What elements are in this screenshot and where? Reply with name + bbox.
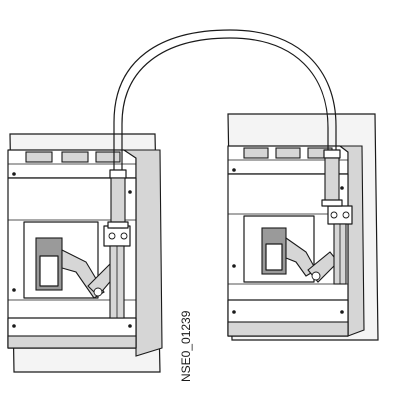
bowden-cable (113, 29, 337, 229)
left-cable-fitting (107, 169, 129, 229)
left-circuit-breaker (7, 149, 163, 357)
right-circuit-breaker (227, 145, 365, 337)
right-cable-fitting (321, 149, 343, 207)
drawing-id-label: NSE0_01239 (179, 310, 193, 382)
